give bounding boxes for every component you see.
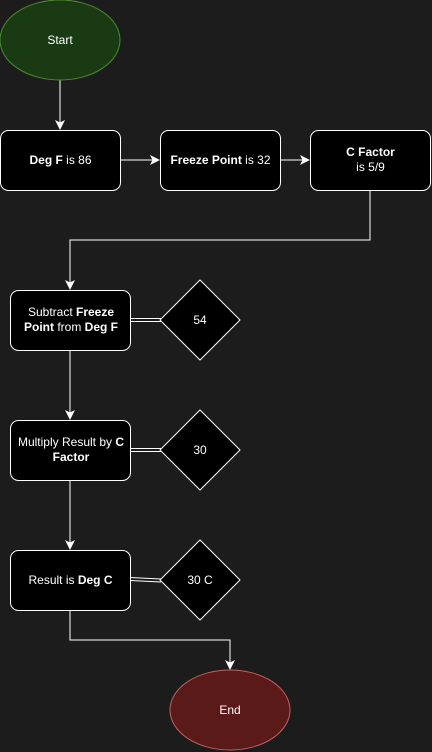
end-label: End <box>219 702 241 717</box>
multiply-bold: C Factor <box>52 435 125 464</box>
freeze-point-label: Freeze Point is 32 <box>160 130 281 190</box>
subtract-bold2: Deg F <box>84 320 118 334</box>
multiply-label: Multiply Result by C Factor <box>13 420 129 480</box>
result-label: Result is Deg C <box>10 550 131 610</box>
c-factor-node <box>310 130 431 191</box>
link-subtract-to-value <box>130 318 161 322</box>
c-factor-line1: C Factor <box>346 145 395 159</box>
subtract-mid: from <box>53 320 85 334</box>
subtract-label: Subtract Freeze Point from Deg F <box>13 290 129 350</box>
result-value-diamond <box>159 539 241 621</box>
subtract-node <box>10 290 131 351</box>
subtract-pre: Subtract <box>27 305 76 319</box>
edge-result-to-end <box>69 610 235 670</box>
multiply-value-diamond <box>159 409 241 491</box>
deg-f-label: Deg F is 86 <box>0 130 121 190</box>
multiply-value: 30 <box>193 442 207 457</box>
result-node <box>10 550 131 611</box>
freeze-point-node <box>160 130 281 191</box>
deg-f-rest: is 86 <box>62 152 92 167</box>
link-result-to-value <box>129 577 162 583</box>
result-bold: Deg C <box>77 572 113 587</box>
c-factor-line2: is 5/9 <box>356 160 385 174</box>
c-factor-label: C Factor is 5/9 <box>310 130 431 190</box>
result-value: 30 C <box>187 572 213 587</box>
start-label: Start <box>47 32 73 47</box>
deg-f-bold: Deg F <box>29 152 63 167</box>
subtract-bold1: Freeze Point <box>23 305 115 334</box>
start-node <box>0 0 121 81</box>
freeze-point-rest: is 32 <box>241 152 271 167</box>
edge-c-factor-to-subtract <box>65 190 371 290</box>
deg-f-node <box>0 130 121 191</box>
multiply-pre: Multiply Result by <box>17 435 116 449</box>
freeze-point-bold: Freeze Point <box>170 152 242 167</box>
subtract-value-diamond <box>159 279 241 361</box>
end-node <box>169 669 291 751</box>
result-pre: Result is <box>28 572 78 587</box>
multiply-node <box>10 420 131 481</box>
link-multiply-to-value <box>130 448 161 452</box>
subtract-value: 54 <box>193 312 207 327</box>
